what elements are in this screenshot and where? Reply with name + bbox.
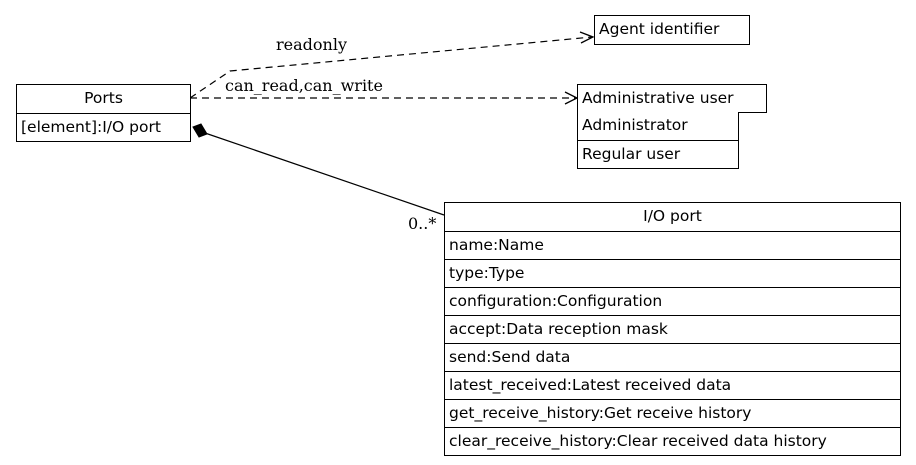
composition-multiplicity-label: 0..*: [408, 214, 436, 233]
can-read-write-label: can_read,can_write: [225, 76, 383, 95]
io-port-attribute-get-receive-history: get_receive_history:Get receive history: [445, 399, 900, 427]
io-port-attribute-accept: accept:Data reception mask: [445, 315, 900, 343]
readonly-label: readonly: [276, 35, 347, 54]
readonly-arrowhead: [579, 31, 595, 44]
administrative-user-subtypes: Administrator Regular user: [577, 112, 739, 169]
io-port-attribute-latest-received: latest_received:Latest received data: [445, 371, 900, 399]
io-port-class-box: I/O port name:Name type:Type configurati…: [444, 202, 901, 456]
io-port-attribute-type: type:Type: [445, 259, 900, 287]
agent-identifier-class-box: Agent identifier: [594, 15, 750, 45]
io-port-class-title: I/O port: [643, 207, 702, 225]
ports-class-box: Ports [element]:I/O port: [16, 84, 191, 142]
administrative-user-subtype-regular-user: Regular user: [578, 140, 738, 168]
composition-edge: [204, 132, 445, 216]
administrative-user-class-box: Administrative user: [577, 84, 767, 113]
readonly-edge: [189, 36, 593, 99]
composition-diamond: [192, 123, 208, 138]
ports-class-title: Ports: [84, 89, 123, 107]
agent-identifier-class-title: Agent identifier: [599, 20, 720, 38]
io-port-attribute-name: name:Name: [445, 231, 900, 259]
administrative-user-class-title: Administrative user: [582, 89, 734, 107]
ports-attribute-element: [element]:I/O port: [17, 113, 190, 141]
io-port-attribute-clear-receive-history: clear_receive_history:Clear received dat…: [445, 427, 900, 455]
administrative-user-subtype-administrator: Administrator: [582, 116, 688, 134]
io-port-attribute-send: send:Send data: [445, 343, 900, 371]
io-port-attribute-configuration: configuration:Configuration: [445, 287, 900, 315]
